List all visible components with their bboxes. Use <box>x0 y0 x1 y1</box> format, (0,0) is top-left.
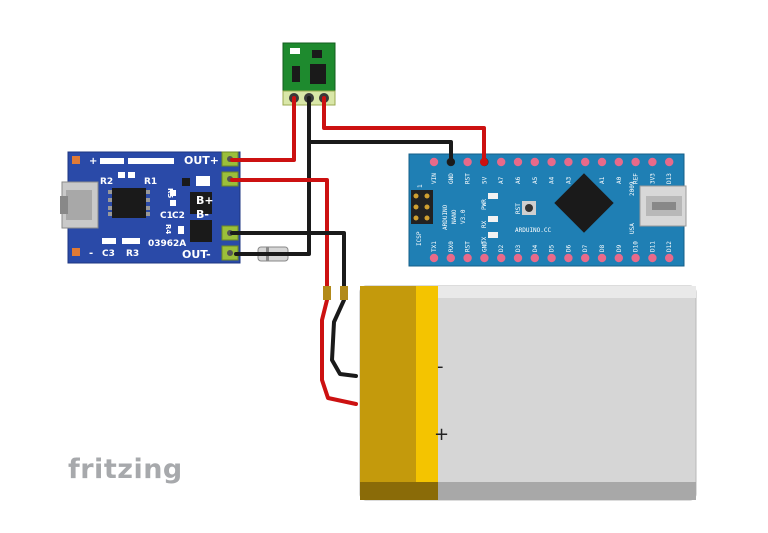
bottom-pin-d10 <box>631 253 640 263</box>
fritzing-watermark: fritzing <box>68 454 183 485</box>
wire-black-battery-minus <box>230 231 358 378</box>
wires <box>230 96 488 406</box>
bottom-pin-label: D2 <box>498 244 505 252</box>
battery-plus: + <box>434 424 449 445</box>
label-r2: R2 <box>100 177 113 187</box>
bottom-pin-label: TX1 <box>431 241 438 252</box>
top-pin-label: A1 <box>599 176 606 184</box>
wire-black-arduino-gnd <box>307 140 453 164</box>
nano-name-1: ARDUINO <box>442 204 449 230</box>
top-pin-a5 <box>530 157 539 167</box>
label-c3: C3 <box>102 249 115 259</box>
label-r4: R4 <box>164 224 172 234</box>
label-r1: R1 <box>144 177 157 187</box>
bottom-pin-label: GND <box>481 241 488 252</box>
bottom-pin-label: D3 <box>515 244 522 252</box>
nano-year: 2009 <box>629 181 636 196</box>
top-pin-label: A4 <box>549 176 556 184</box>
boost-module <box>282 42 336 106</box>
bottom-pin-d8 <box>597 253 607 263</box>
nano-pin1: 1 <box>417 184 424 188</box>
top-pin-label: 5V <box>481 176 488 184</box>
top-pin-label: A7 <box>498 176 505 184</box>
nano-tx: TX <box>481 236 488 244</box>
top-pin-rst <box>463 157 472 167</box>
top-pin-label: A6 <box>515 176 522 184</box>
label-plus: + <box>89 156 97 167</box>
wire-black-module-gnd <box>234 96 311 256</box>
top-pin-a7 <box>497 157 506 167</box>
top-pin-vin <box>429 157 439 167</box>
label-c1: C1 <box>160 211 173 221</box>
bottom-pin-label: D9 <box>616 244 623 252</box>
top-pin-a1 <box>597 157 607 167</box>
top-pin-label: GND <box>448 173 455 184</box>
bottom-pin-tx1 <box>429 253 439 263</box>
nano-rst-btn: RST <box>515 203 522 214</box>
label-b-plus: B+ <box>196 194 214 207</box>
nano-pwr: PWR <box>481 199 488 210</box>
arduino-nano: VINGNDRST5VA7A6A5A4A3A2A1A0REF3V3D13 TX1… <box>408 153 687 267</box>
top-pin-label: A0 <box>616 176 623 184</box>
bottom-pin-d3 <box>513 253 523 263</box>
label-r3: R3 <box>126 249 139 259</box>
wire-red-battery-plus <box>230 178 358 406</box>
bottom-pin-rst <box>463 253 472 263</box>
top-pin-label: A5 <box>532 176 539 184</box>
bottom-pin-label: D5 <box>549 244 556 252</box>
top-pin-a0 <box>614 157 623 167</box>
bottom-pin-d4 <box>530 253 539 263</box>
label-minus: - <box>89 248 93 259</box>
top-pin-3v3 <box>648 157 657 167</box>
bottom-pin-label: RST <box>465 241 472 252</box>
bottom-pin-label: D11 <box>649 241 656 252</box>
nano-name-2: NANO <box>451 209 458 224</box>
nano-name-3: V3.0 <box>460 209 467 224</box>
bottom-pin-d12 <box>665 253 674 263</box>
bottom-pin-label: D7 <box>582 244 589 252</box>
top-pin-d13 <box>665 157 674 167</box>
label-b-minus: B- <box>196 208 209 221</box>
nano-rx: RX <box>481 220 488 228</box>
battery-minus: - <box>437 356 444 377</box>
top-pin-a4 <box>547 157 556 167</box>
wire-red-module-out-plus <box>230 96 296 162</box>
bottom-pin-label: D8 <box>599 244 606 252</box>
bottom-pin-label: D12 <box>666 241 673 252</box>
label-c2: C2 <box>172 211 185 221</box>
label-out-plus: OUT+ <box>184 154 219 167</box>
top-pin-a3 <box>564 157 573 167</box>
bottom-pin-label: D6 <box>565 244 572 252</box>
top-pin-a2 <box>581 157 590 167</box>
bottom-pin-d9 <box>614 253 623 263</box>
top-pin-label: REF <box>633 173 640 184</box>
label-board-code: 03962A <box>148 239 186 249</box>
bottom-pin-d6 <box>564 253 573 263</box>
top-pin-label: VIN <box>431 173 438 184</box>
charger-module: OUT+ B+ B- OUT- + - R2 R1 R5 C1 C2 R4 C3… <box>60 151 241 264</box>
bottom-pin-gnd <box>480 253 489 263</box>
top-pin-label: D13 <box>666 173 673 184</box>
nano-brand: ARDUINO.CC <box>515 227 552 234</box>
top-pin-a6 <box>513 157 523 167</box>
bottom-pin-label: RX0 <box>448 241 455 252</box>
top-pin-label: RST <box>465 173 472 184</box>
top-pin-ref <box>631 157 640 167</box>
top-pin-label: 3V3 <box>649 173 656 184</box>
label-r5: R5 <box>166 188 174 198</box>
top-pin-label: A3 <box>565 176 572 184</box>
bottom-pin-d2 <box>497 253 506 263</box>
wire-red-module-5v <box>322 96 486 164</box>
bottom-pin-label: D10 <box>633 241 640 252</box>
nano-icsp: ICSP <box>416 231 423 246</box>
label-out-minus: OUT- <box>182 248 211 261</box>
bottom-pin-d5 <box>547 253 556 263</box>
bottom-pin-d11 <box>648 253 657 263</box>
bottom-pin-label: D4 <box>532 244 539 252</box>
bottom-pin-d7 <box>581 253 590 263</box>
nano-usa: USA <box>629 223 636 234</box>
lipo-battery: - + <box>359 285 697 501</box>
bottom-pin-rx0 <box>446 253 455 263</box>
